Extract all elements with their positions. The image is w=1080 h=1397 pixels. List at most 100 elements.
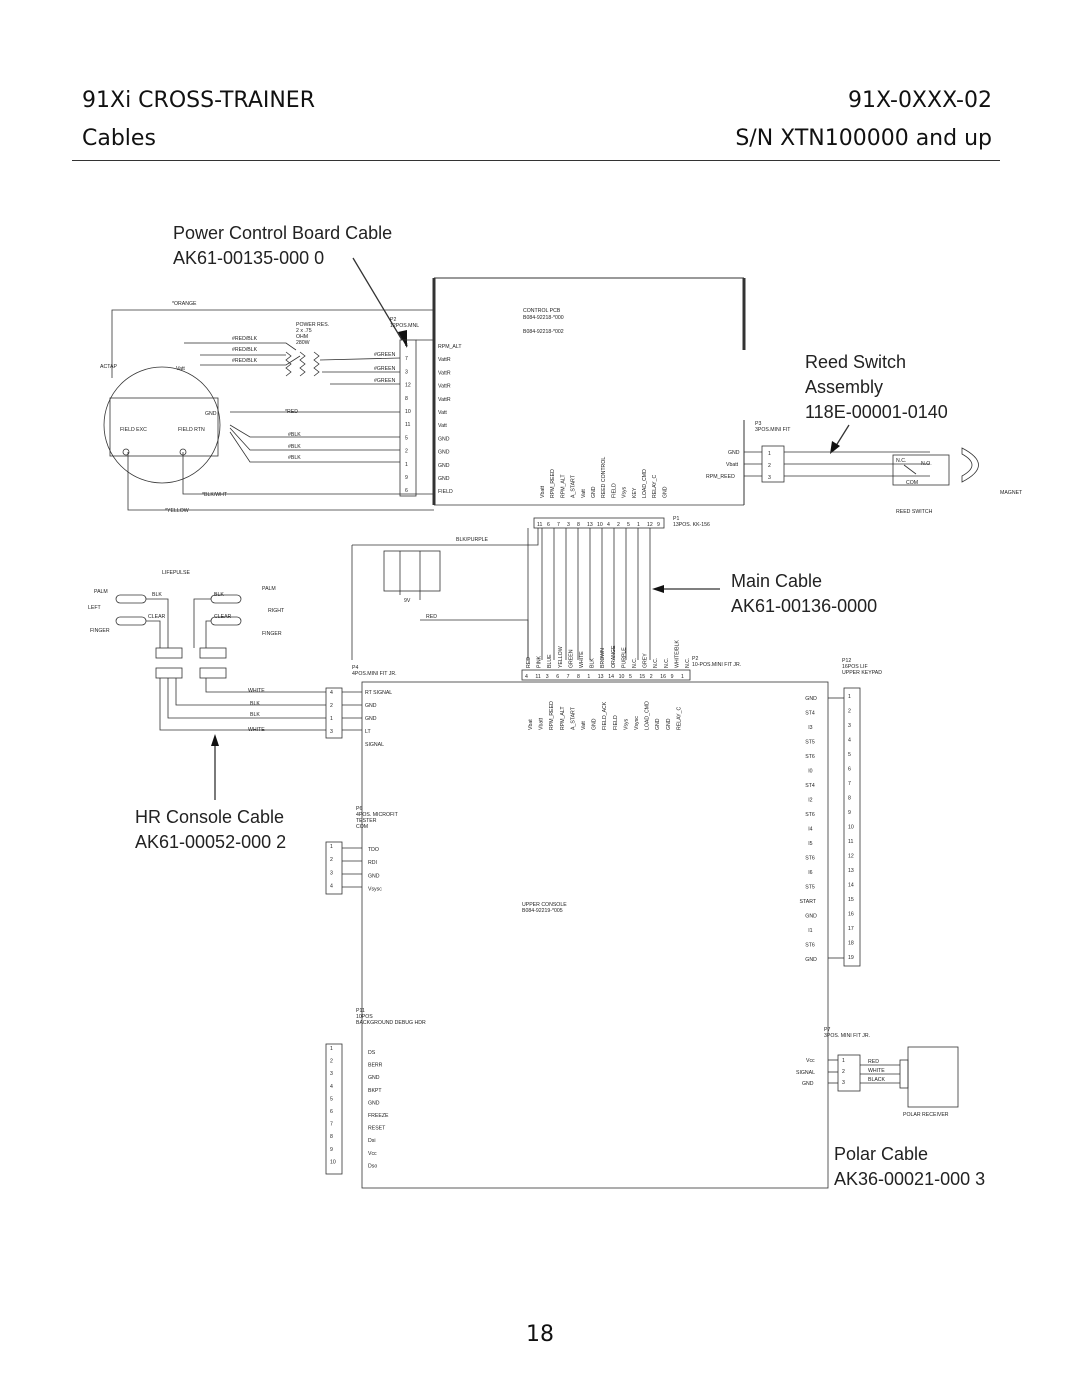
main-cable-color: N.C. <box>632 658 638 668</box>
reed-gnd-label: GND <box>728 450 740 456</box>
p2-desc: 12POS.MNL <box>390 323 419 329</box>
polar-pin: 3 <box>842 1080 845 1086</box>
p1-signal: GND <box>591 486 597 498</box>
p1-signal: Vbatt <box>540 485 546 498</box>
p11-signal: RESET <box>368 1126 386 1132</box>
p11-pin: 2 <box>330 1059 333 1065</box>
polar-pin: 1 <box>842 1058 845 1064</box>
p4-signal: SIGNAL <box>365 742 384 748</box>
blk-1-label: #BLK <box>288 432 301 438</box>
polar-white-label: WHITE <box>868 1068 885 1074</box>
polar-red-label: RED <box>868 1059 879 1065</box>
orange-wire-label: *ORANGE <box>172 301 197 307</box>
polar-gnd-label: GND <box>802 1081 814 1087</box>
p1-pin: 12 <box>647 522 653 528</box>
p2b-pin: 11 <box>535 674 540 680</box>
green-2-label: #GREEN <box>374 366 396 372</box>
p2-signal: GND <box>438 476 450 482</box>
lifepulse-label: LIFEPULSE <box>162 570 191 576</box>
main-cable-part: AK61-00136-0000 <box>731 596 878 616</box>
p12-signal: GND <box>805 696 817 702</box>
redblk-3-label: #RED/BLK <box>232 358 258 364</box>
p1-signal: RELAY_C <box>652 474 658 498</box>
product-title: 91Xi CROSS-TRAINER <box>82 88 315 113</box>
main-cable-color: N.C. <box>653 658 659 668</box>
reed-pin: 3 <box>768 475 771 481</box>
p6-label: P6 <box>356 806 362 812</box>
blk-purple-label: BLK/PURPLE <box>456 537 489 543</box>
p2-pin: 5 <box>405 435 408 441</box>
uc-signal: LOAD_CMD <box>645 701 651 730</box>
p1-pin: 10 <box>597 522 603 528</box>
field-exc-label: FIELD EXC <box>120 427 147 433</box>
p12-signal: ST6 <box>805 754 815 760</box>
palm-left-label: PALM <box>94 589 108 595</box>
p2-label: P2 <box>390 317 396 323</box>
p12-pin: 9 <box>848 810 851 816</box>
reed-switch-part: 118E-00001-0140 <box>805 402 948 422</box>
p6-pin: 2 <box>330 857 333 863</box>
p4-pin: 1 <box>330 716 333 722</box>
p6-signal: GND <box>368 873 380 879</box>
clear-b-label: CLEAR <box>214 614 232 620</box>
p4-signal: GND <box>365 703 377 709</box>
no-label: N.O. <box>921 461 932 467</box>
p12-pin: 7 <box>848 781 851 787</box>
p12-signal: ST5 <box>805 885 815 891</box>
main-cable-title: Main Cable <box>731 571 823 591</box>
battery-9v-label: 9V <box>404 598 411 604</box>
control-pcb-part-2: B084-92218-*002 <box>523 329 564 335</box>
p11-signal: Dso <box>368 1163 377 1169</box>
section-title: Cables <box>82 126 156 151</box>
p11-pin: 9 <box>330 1147 333 1153</box>
p2-pin: 4 <box>405 343 408 349</box>
blkwht-wire-label: *BLK/WHT <box>202 492 228 498</box>
p2-signal: VattR <box>438 384 451 390</box>
reed-rpm-label: RPM_REED <box>706 474 735 480</box>
p1-signal: Vatt <box>581 489 587 498</box>
p6-signal: TDO <box>368 847 379 853</box>
main-cable-color: ORANGE <box>611 645 617 668</box>
p4-pin: 4 <box>330 690 333 696</box>
p6-pin: 1 <box>330 844 333 850</box>
uc-signal: Vsys <box>623 718 629 730</box>
p12-pin: 17 <box>848 926 854 932</box>
reed-switch-title-2: Assembly <box>805 377 884 397</box>
p2-pin: 12 <box>405 383 411 389</box>
redblk-1-label: #RED/BLK <box>232 336 258 342</box>
p2b-pin: 13 <box>598 674 604 680</box>
res-spec-1: 2 x .75 <box>296 328 312 334</box>
uc-signal: GND <box>655 718 661 730</box>
p12-pin: 15 <box>848 897 854 903</box>
polar-vcc-label: Vcc <box>806 1058 815 1064</box>
p1-signal: Vsys <box>622 486 628 498</box>
p1-pin: 9 <box>657 522 660 528</box>
p12-pin: 1 <box>848 694 851 700</box>
p6-pin: 4 <box>330 884 333 890</box>
p1-pin: 3 <box>567 522 570 528</box>
p12-pin: 2 <box>848 709 851 715</box>
p4-label: P4 <box>352 665 358 671</box>
p1-pin: 7 <box>557 522 560 528</box>
yellow-wire-label: *YELLOW <box>165 508 189 514</box>
p12-pin: 18 <box>848 941 854 947</box>
p2b-pin: 4 <box>525 674 528 680</box>
main-cable-color: GREEN <box>568 649 574 668</box>
res-spec-2: OHM <box>296 334 308 340</box>
main-cable-color: GREY <box>643 653 649 668</box>
finger-right-label: FINGER <box>262 631 282 637</box>
nc-label: N.C. <box>896 458 906 464</box>
p11-pin: 5 <box>330 1096 333 1102</box>
p12-signal: ST5 <box>805 740 815 746</box>
p2-pin: 1 <box>405 462 408 468</box>
p2b-pin: 8 <box>577 674 580 680</box>
power-cable-part: AK61-00135-000 0 <box>173 248 325 268</box>
main-cable-color: WHITE <box>579 651 585 668</box>
p7-desc: 3POS. MINI FIT JR. <box>824 1033 870 1039</box>
uc-signal: Vbatt <box>539 717 545 730</box>
p1-pin: 4 <box>607 522 610 528</box>
p2b-pin: 6 <box>556 674 559 680</box>
p2b-pin: 2 <box>650 674 653 680</box>
blk-c-label: BLK <box>250 701 260 707</box>
